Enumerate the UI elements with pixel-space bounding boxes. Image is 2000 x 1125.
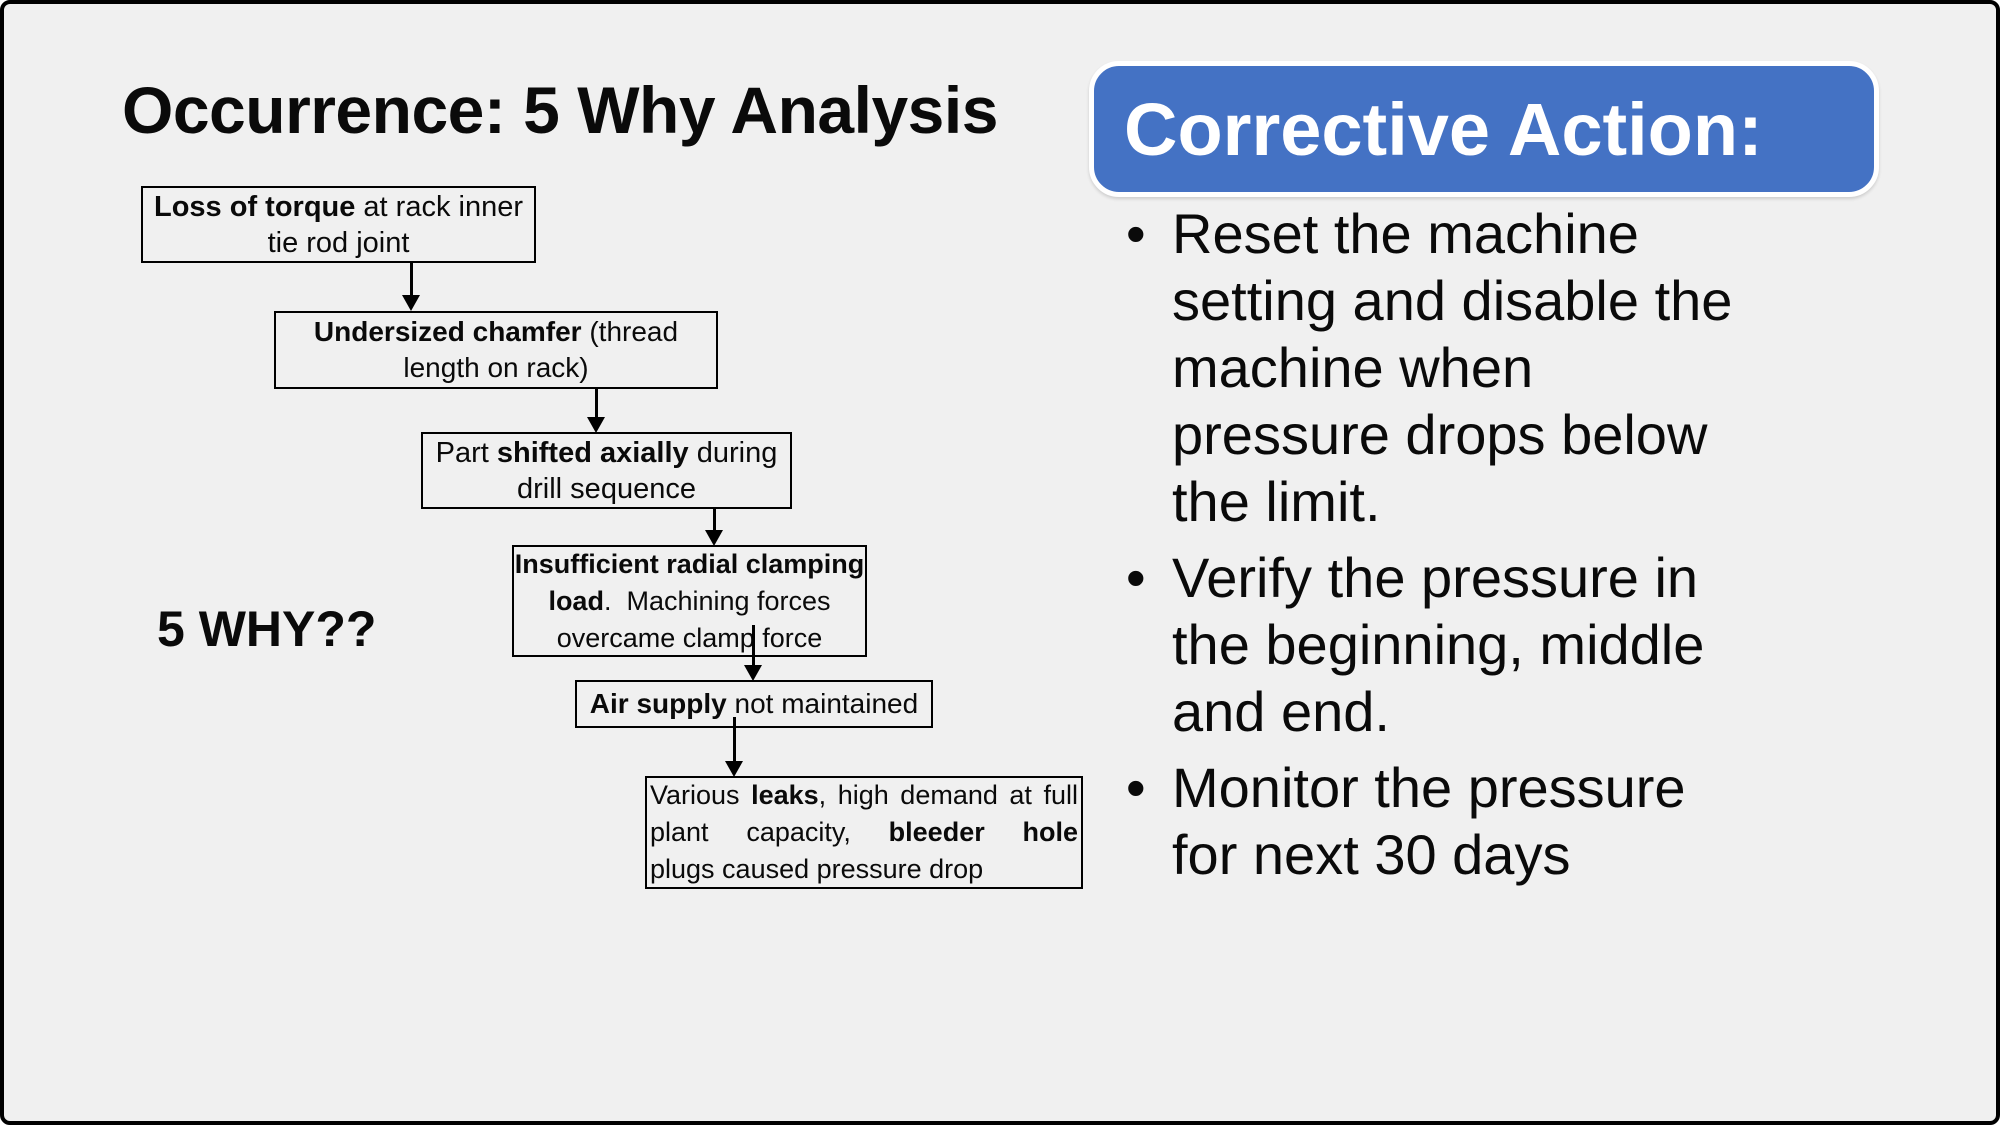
- arrow-shaft: [732, 717, 736, 765]
- flow-box-air-supply: Air supply not maintained: [575, 680, 933, 728]
- arrow-head: [705, 530, 723, 546]
- arrow-shaft: [751, 625, 755, 669]
- arrow-shaft: [594, 389, 598, 421]
- arrow-head: [587, 417, 605, 433]
- down-arrow-icon: [705, 509, 723, 546]
- five-why-label: 5 WHY??: [157, 601, 377, 657]
- arrow-head: [725, 761, 743, 777]
- down-arrow-icon: [402, 263, 420, 311]
- arrow-shaft: [712, 509, 716, 534]
- bullet-text: Verify the pressure in the beginning, mi…: [1172, 546, 1705, 743]
- list-item: • Verify the pressure in the beginning, …: [1126, 544, 1756, 745]
- list-item: • Reset the machine setting and disable …: [1126, 200, 1756, 535]
- corrective-action-title: Corrective Action:: [1124, 87, 1763, 171]
- arrow-shaft: [409, 263, 413, 299]
- down-arrow-icon: [587, 389, 605, 433]
- bullet-text: Reset the machine setting and disable th…: [1172, 202, 1733, 533]
- bullet-marker: •: [1126, 202, 1146, 265]
- bullet-marker: •: [1126, 546, 1146, 609]
- down-arrow-icon: [744, 625, 762, 681]
- bullet-text: Monitor the pressure for next 30 days: [1172, 756, 1686, 886]
- list-item: • Monitor the pressure for next 30 days: [1126, 754, 1756, 888]
- page-title: Occurrence: 5 Why Analysis: [122, 73, 998, 147]
- arrow-head: [402, 295, 420, 311]
- corrective-action-list: • Reset the machine setting and disable …: [1126, 200, 1756, 897]
- down-arrow-icon: [725, 717, 743, 777]
- bullet-marker: •: [1126, 756, 1146, 819]
- arrow-head: [744, 665, 762, 681]
- corrective-action-header: Corrective Action:: [1089, 61, 1879, 197]
